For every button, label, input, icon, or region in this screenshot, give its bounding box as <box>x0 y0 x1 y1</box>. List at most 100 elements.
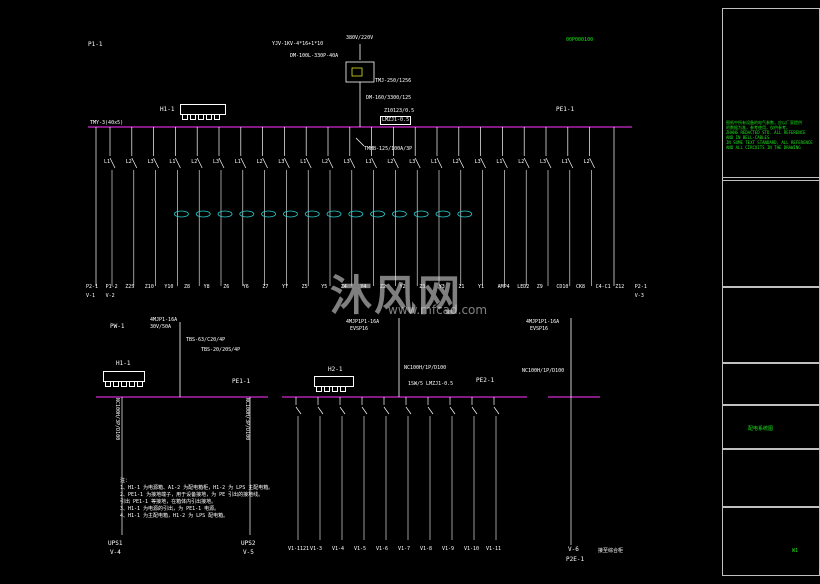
feeder-id-label: V-2 <box>105 293 115 299</box>
drawing-title: 配电系统图 <box>748 426 774 432</box>
title-block-notes: 图纸中所有设备的电气参数，应以厂家提供 的数据为准，参考使用，仅供参考。 ZHA… <box>726 120 813 150</box>
feeder-switch <box>153 157 159 169</box>
feeder-code-label: Y5 <box>321 284 328 290</box>
bm-switch <box>383 406 390 415</box>
feeder-code-label: Y2 <box>399 284 406 290</box>
ct-coil <box>457 210 473 218</box>
feeder-phase-label: L3 <box>213 159 220 165</box>
feeder-switch <box>131 157 138 169</box>
ct-label: LMZJ1-0.5 <box>380 116 412 125</box>
feeder-code-label: Z9 <box>536 284 543 290</box>
feeder-code-label: Z1 <box>458 284 465 290</box>
sheet-number: W1 <box>792 548 799 554</box>
pe2-label: PE2-1 <box>476 377 495 384</box>
feeder-phase-label: L2 <box>452 159 459 165</box>
feeder-phase-label: L1 <box>234 159 241 165</box>
feeder-switch <box>589 157 595 169</box>
bl-cable-sub: 30V/50A <box>150 324 172 330</box>
feeder-phase-label: L3 <box>343 159 350 165</box>
feeder-phase-label: L2 <box>191 159 198 165</box>
bm-circuit-id: V1-1121 <box>288 546 310 552</box>
feeder-switch <box>196 157 203 169</box>
ct-coil <box>391 210 407 218</box>
bm-switch <box>449 406 456 415</box>
bl-h1-terminal-box <box>103 371 145 387</box>
bm-circuit-id: V1-11 <box>486 546 502 552</box>
title-block-info-cell <box>722 448 820 508</box>
feeder-phase-label: L3 <box>474 159 481 165</box>
bm-cable-sub: EVSP16 <box>350 326 369 332</box>
h2-label: H2-1 <box>328 366 343 373</box>
br-id1: V-6 <box>568 546 579 553</box>
ct-coil <box>370 210 386 218</box>
title-block-notes-cell <box>722 8 820 178</box>
bl-breaker2-label: TBS-20/20S/4P <box>201 347 241 353</box>
feeder-switch <box>567 157 574 169</box>
feeder-switch <box>175 157 181 169</box>
feeder-phase-label: L3 <box>409 159 416 165</box>
feeder-phase-label: L2 <box>387 159 394 165</box>
pe1-label-top: PE1-1 <box>556 106 575 113</box>
bm-switch <box>295 406 302 415</box>
bm-circuit-id: V1-10 <box>464 546 480 552</box>
watermark-logo: 沐风网 <box>330 271 463 320</box>
br-nc-label: NC100H/1P/D100 <box>522 368 565 374</box>
bm-spd-label: 1SW/5 LMZJ1-0.5 <box>408 381 454 387</box>
feeder-code-label: P2-1 <box>634 284 647 290</box>
feeder-switch <box>109 157 116 169</box>
meter-label: TMJ-250/1256 <box>375 78 412 84</box>
top-right-tag: 00P000100 <box>566 37 594 43</box>
feeder-phase-label: L1 <box>496 159 503 165</box>
feeder-switch <box>305 157 312 169</box>
feeder-code-label: Y7 <box>282 284 289 290</box>
notes-block: 注： 1、H1-1 为电源箱、A1-2 为配电箱柜，H1-2 为 LPS 主配电… <box>120 478 274 519</box>
ct-coil <box>173 210 189 218</box>
feeder-code-label: Y10 <box>164 284 174 290</box>
feeder-code-label: Z12 <box>615 284 625 290</box>
feeder-id-label: V-1 <box>86 293 96 299</box>
bl-breaker-label: TBS-63/C20/4P <box>186 337 226 343</box>
bl-pe1-label: PE1-1 <box>232 378 251 385</box>
bl-h1-label: H1-1 <box>116 360 131 367</box>
feeder-code-label: CD10 <box>556 284 569 290</box>
title-block-sign-cell <box>722 286 820 364</box>
title-block-company-cell <box>722 362 820 406</box>
feeder-code-label: Y3 <box>438 284 445 290</box>
main-switch-label: TMHB-125/100A/3P <box>364 146 413 152</box>
feeder-code-label: Z2S <box>125 284 135 290</box>
title-block-logo-cell <box>722 180 820 288</box>
feeder-phase-label: L1 <box>431 159 438 165</box>
h1-label-top: H1-1 <box>160 106 175 113</box>
h1-terminal-box-top <box>180 104 226 120</box>
feeder-switch <box>414 157 421 169</box>
feeder-phase-label: L2 <box>322 159 329 165</box>
ups2-label: UPS2 <box>241 540 256 547</box>
bl-cable-label: 4MJP1-16A <box>150 317 178 323</box>
ct-coil <box>282 210 298 218</box>
title-block-sheet-cell <box>722 506 820 576</box>
feeder-phase-label: L2 <box>256 159 263 165</box>
br-id2: P2E-1 <box>566 556 585 563</box>
bm-switch <box>471 406 478 415</box>
feeder-code-label: Z2 <box>380 284 387 290</box>
ups1-label: UPS1 <box>108 540 123 547</box>
feeder-phase-label: L1 <box>365 159 372 165</box>
feeder-phase-label: L3 <box>278 159 285 165</box>
br-note: 接至综合柜 <box>598 548 624 554</box>
feeder-code-label: AMP4 <box>497 284 510 290</box>
feeder-code-label: Z10 <box>144 284 154 290</box>
feeder-code-label: Y4 <box>360 284 367 290</box>
bm-cable-label: 4MJP1P1-16A <box>346 319 380 325</box>
ct-coil <box>195 210 211 218</box>
incoming-cable-label: YJV-1KV-4*16+1*10 <box>272 41 324 47</box>
feeder-code-label: Y8 <box>203 284 210 290</box>
bm-switch <box>339 406 346 415</box>
busbar-label: TMY-3(40x5) <box>90 120 124 126</box>
feeder-switch <box>480 157 486 169</box>
br-cable-sub: EVSP16 <box>530 326 549 332</box>
bm-switch <box>405 406 412 415</box>
bm-circuit-id: V1-7 <box>398 546 411 552</box>
panel-id-top: P1-1 <box>88 41 103 48</box>
